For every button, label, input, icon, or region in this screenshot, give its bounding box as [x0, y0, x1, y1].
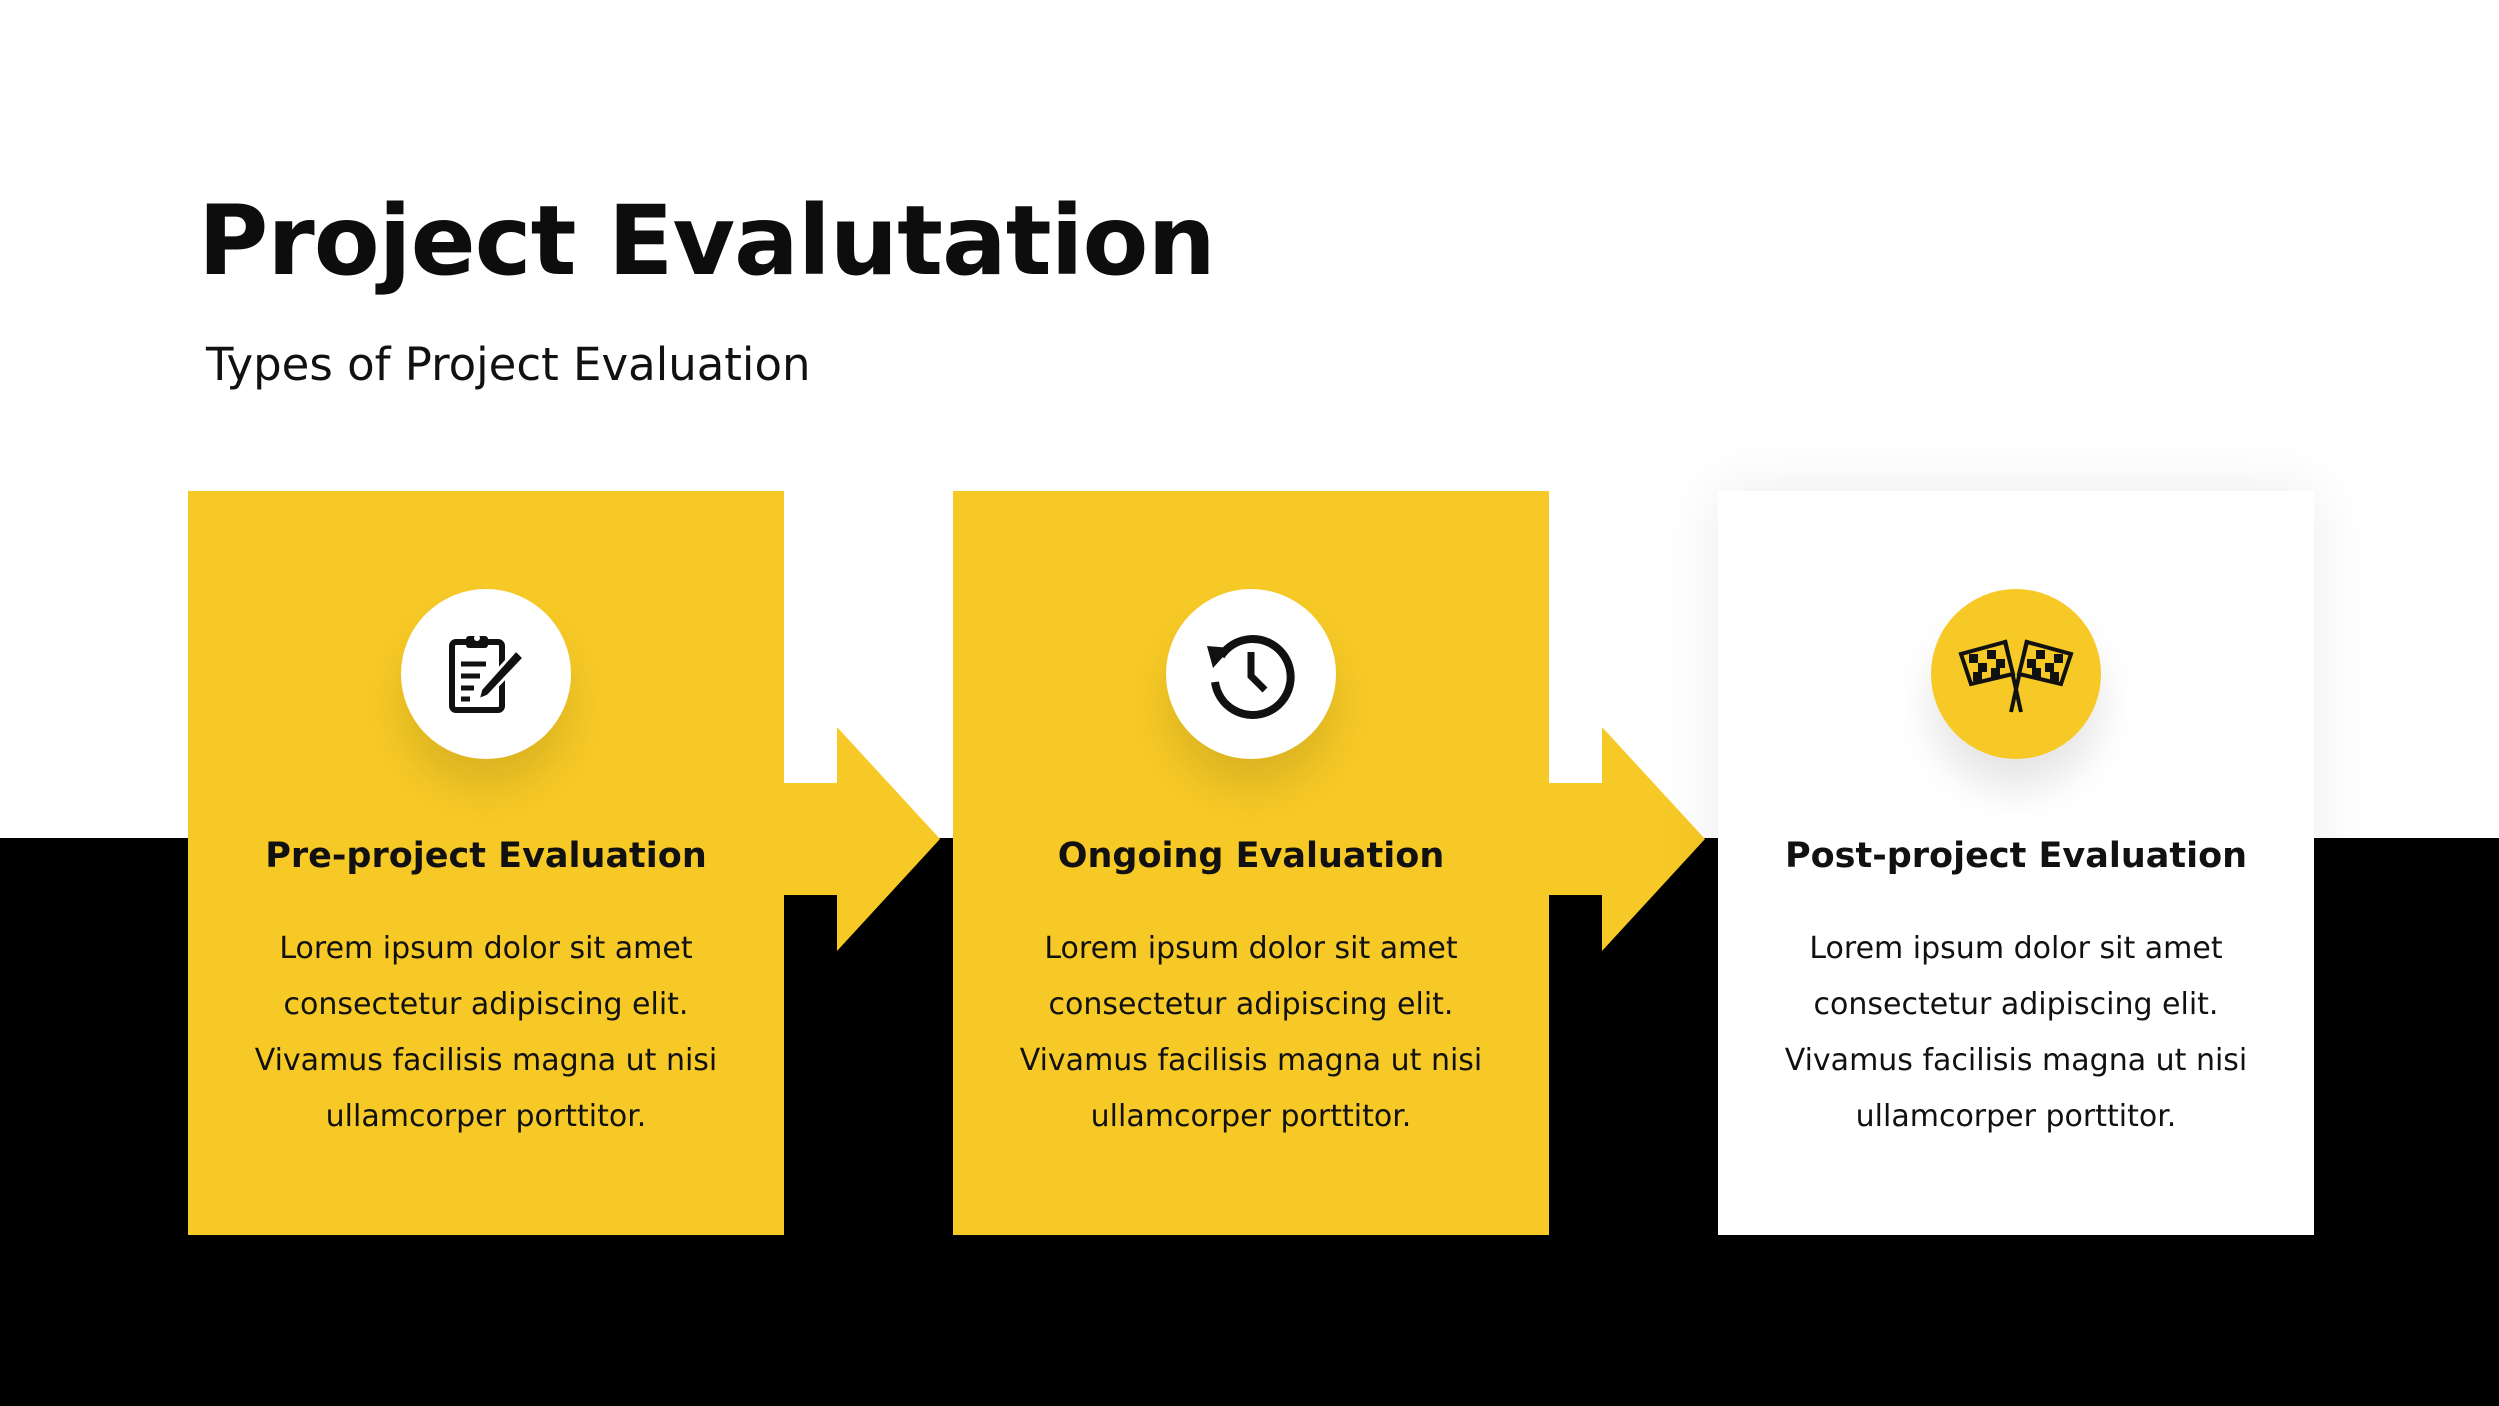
icon-circle — [401, 589, 571, 759]
step-heading: Post-project Evaluation — [1784, 836, 2248, 876]
step-card-pre-project: Pre-project Evaluation Lorem ipsum dolor… — [188, 491, 784, 1235]
step-body: Lorem ipsum dolor sit amet consectetur a… — [254, 931, 718, 1134]
arrow-right-icon — [1549, 727, 1705, 951]
page-title: Project Evalutation — [198, 185, 1216, 297]
step-card-post-project: Post-project Evaluation Lorem ipsum dolo… — [1718, 491, 2314, 1235]
page-subtitle: Types of Project Evaluation — [206, 338, 811, 391]
icon-circle — [1931, 589, 2101, 759]
icon-circle — [1166, 589, 1336, 759]
step-heading: Pre-project Evaluation — [265, 836, 707, 876]
step-body: Lorem ipsum dolor sit amet consectetur a… — [1019, 931, 1483, 1134]
step-heading: Ongoing Evaluation — [1057, 836, 1445, 876]
step-body: Lorem ipsum dolor sit amet consectetur a… — [1784, 931, 2248, 1134]
clipboard-edit-icon — [449, 635, 526, 713]
checkered-flags-icon — [1958, 639, 2074, 713]
history-clock-icon — [1207, 635, 1295, 719]
step-card-ongoing: Ongoing Evaluation Lorem ipsum dolor sit… — [953, 491, 1549, 1235]
arrow-right-icon — [784, 727, 940, 951]
